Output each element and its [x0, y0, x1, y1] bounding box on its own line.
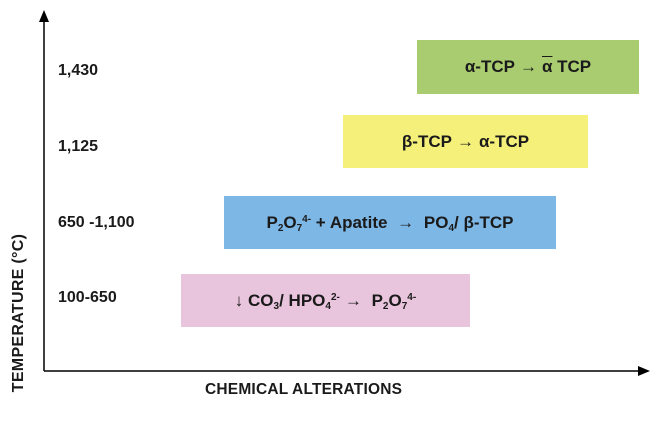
temperature-label-1125: 1,125 — [58, 138, 99, 155]
arrow-icon: → — [397, 212, 415, 232]
alteration-text: α-TCP→α TCP — [464, 57, 592, 76]
alteration-box-650-1100: P2O74- + Apatite → PO4/ β-TCP — [224, 196, 556, 249]
down-arrow-icon: ↓ — [234, 290, 244, 310]
arrow-icon: → — [456, 131, 474, 151]
x-axis-arrowhead — [638, 366, 650, 376]
temperature-label-650-1100: 650 -1,100 — [58, 214, 135, 231]
alteration-text: ↓ CO3/ HPO42-→ P2O74- — [234, 290, 417, 312]
alteration-box-1430: α-TCP→α TCP — [417, 40, 639, 94]
alteration-text: P2O74- + Apatite → PO4/ β-TCP — [266, 212, 514, 234]
temperature-label-1430: 1,430 — [58, 62, 99, 79]
alteration-box-1125: β-TCP→α-TCP — [343, 115, 588, 168]
temperature-label-100-650: 100-650 — [58, 289, 117, 306]
axes — [39, 10, 650, 376]
x-axis-label: CHEMICAL ALTERATIONS — [205, 381, 403, 398]
alteration-box-100-650: ↓ CO3/ HPO42-→ P2O74- — [181, 274, 470, 327]
alteration-text: β-TCP→α-TCP — [401, 131, 530, 151]
y-axis-label: TEMPERATURE (°C) — [10, 233, 27, 393]
arrow-icon: → — [519, 57, 537, 76]
y-axis-arrowhead — [39, 10, 49, 22]
arrow-icon: → — [344, 290, 362, 310]
